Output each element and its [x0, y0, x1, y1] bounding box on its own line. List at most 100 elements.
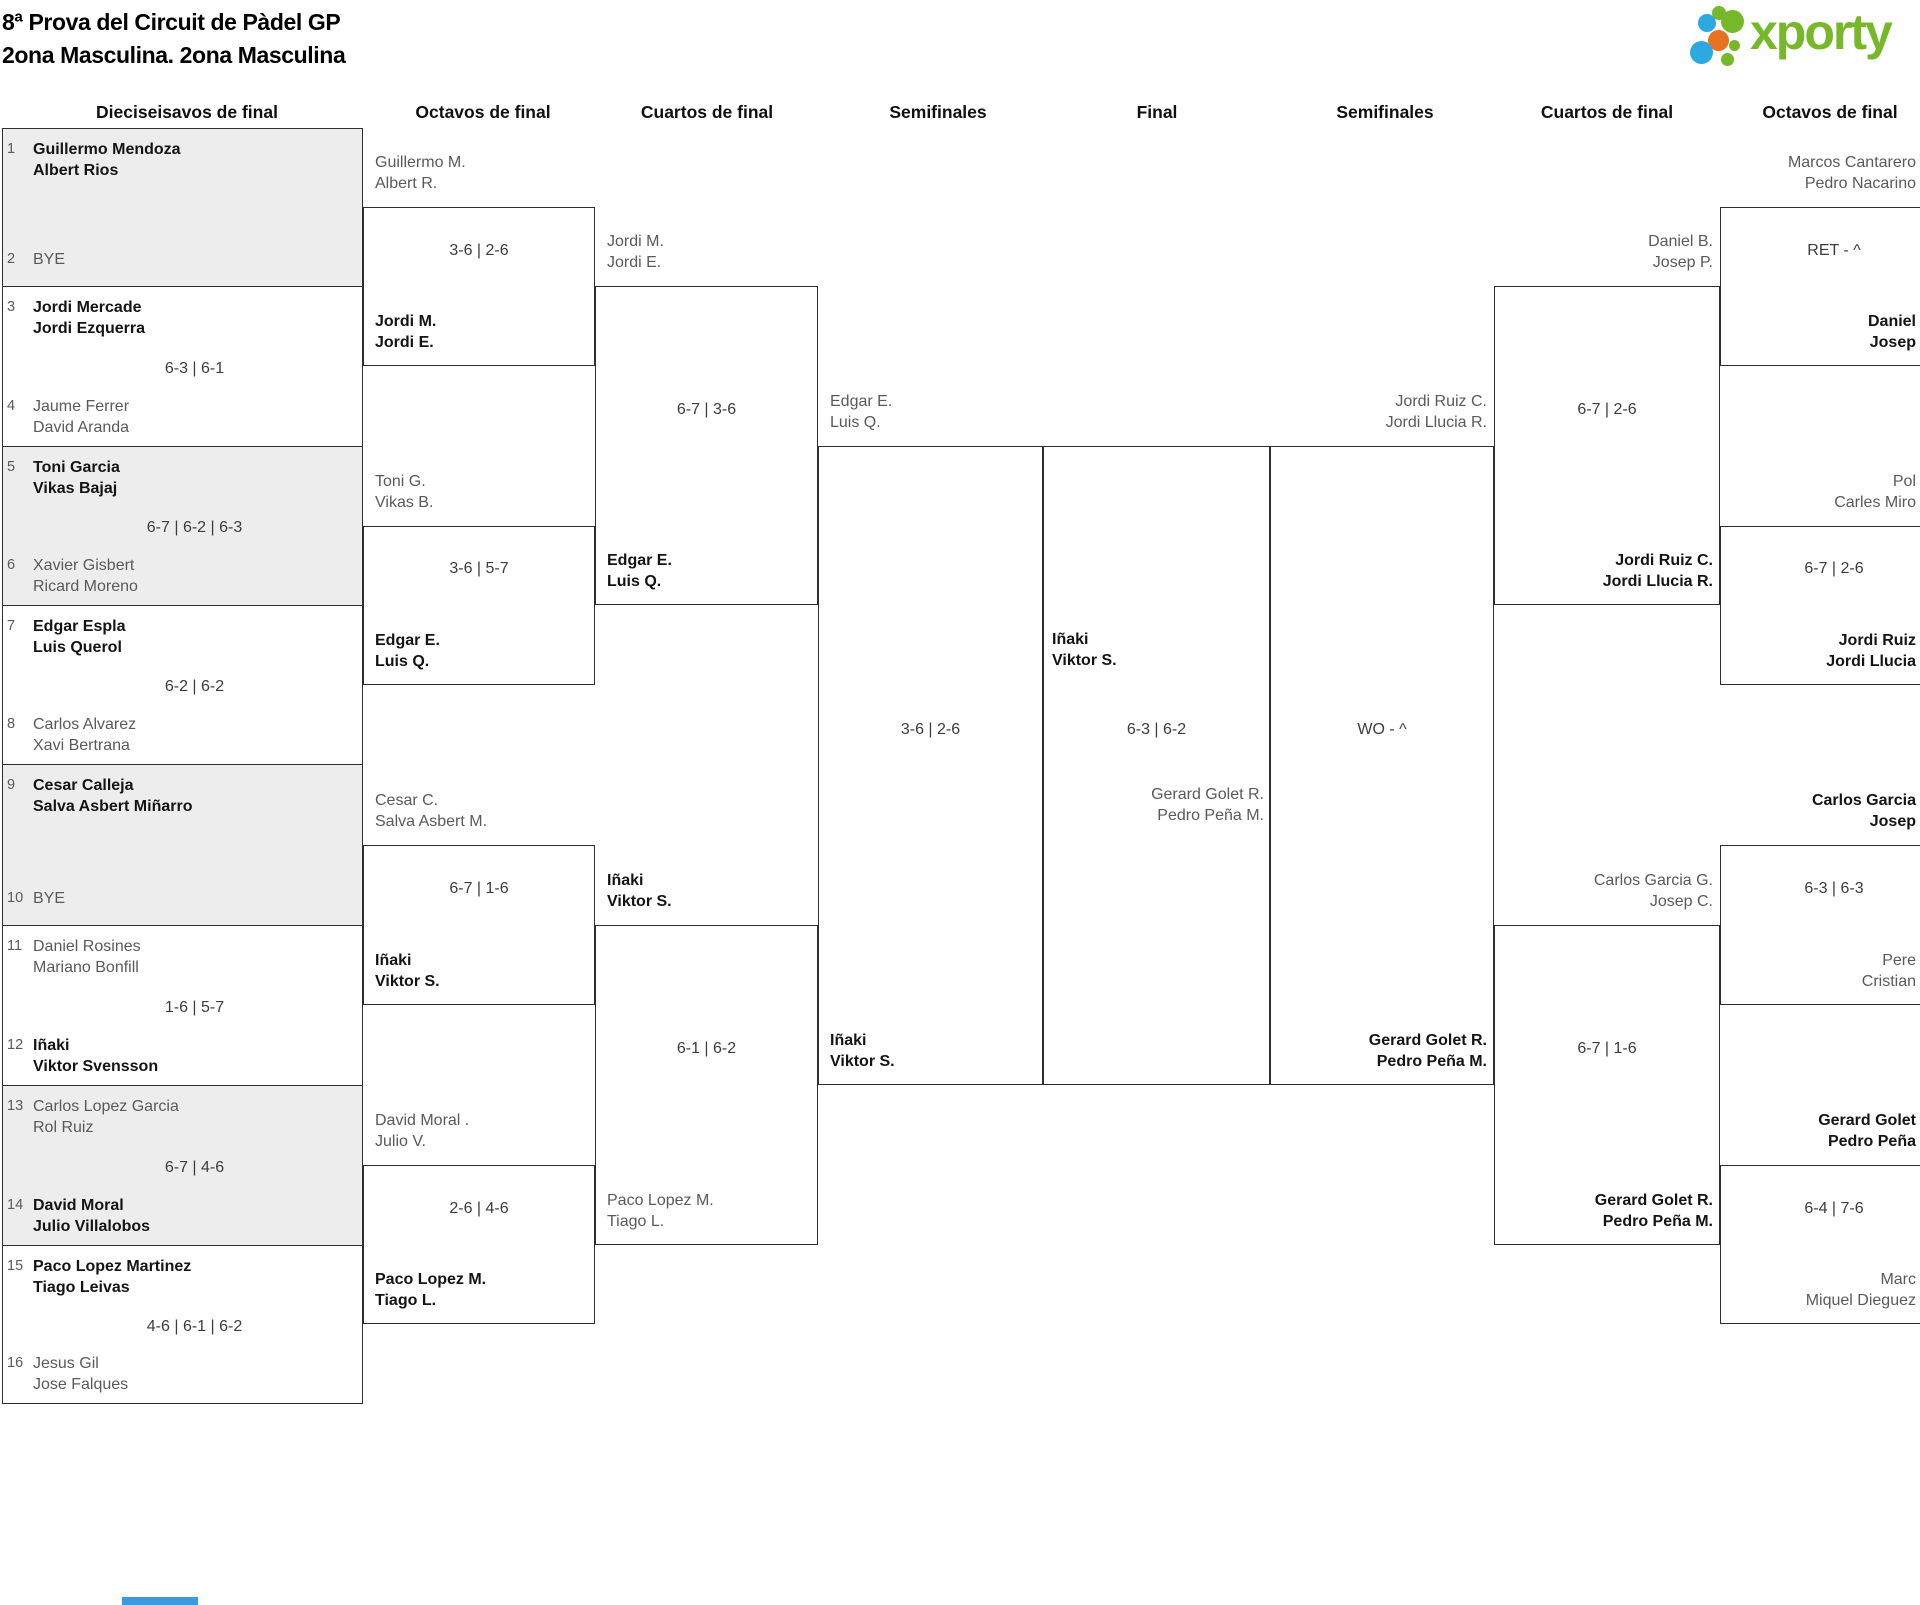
team-name: Marc: [1880, 1271, 1916, 1288]
team-name: Jordi E.: [607, 254, 662, 271]
team-name: Jordi Llucia R.: [1602, 573, 1713, 590]
match-score: 3-6 | 2-6: [900, 720, 961, 738]
round-header-5: Semifinales: [1336, 102, 1434, 122]
match-box-cuartos-left-2: [595, 925, 818, 1245]
first-round-match-box: [2, 128, 363, 287]
match-box-octavos-left-3: [363, 844, 595, 1005]
match-box-octavos-left-2: [363, 525, 595, 685]
match-score: 4-6 | 6-1 | 6-2: [146, 1317, 243, 1335]
team-name: David Moral: [33, 1197, 124, 1214]
match-box-octavos-right-3: [1720, 844, 1920, 1005]
team-name: Marcos Cantarero: [1787, 154, 1916, 171]
team-name: Daniel Rosines: [33, 938, 141, 955]
team-name: Viktor S.: [607, 893, 672, 910]
team-name: Jordi Ezquerra: [33, 320, 146, 337]
team-name: Iñaki: [33, 1037, 70, 1054]
team-name: Cesar Calleja: [33, 777, 134, 794]
team-name: Jordi Ruiz C.: [1615, 552, 1713, 569]
match-score: 6-4 | 7-6: [1804, 1199, 1864, 1217]
team-name: Josep P.: [1652, 254, 1713, 271]
team-name: Viktor S.: [1052, 652, 1117, 669]
logo-dot-orange-icon: [1708, 30, 1729, 51]
team-name: Luis Q.: [375, 652, 430, 670]
team-name: Iñaki: [607, 872, 644, 889]
seed-number: 10: [7, 890, 24, 906]
team-name: Albert R.: [375, 175, 438, 192]
team-name: Vikas Bajaj: [33, 480, 118, 497]
logo-wordmark: xporty: [1750, 4, 1893, 60]
team-name: Pedro Nacarino: [1804, 175, 1916, 192]
team-name: Salva Asbert M.: [375, 812, 488, 830]
team-name: Viktor S.: [830, 1053, 895, 1070]
team-name: Salva Asbert Miñarro: [33, 798, 193, 815]
match-box-octavos-left-1: [363, 207, 595, 366]
team-name: Pedro Peña M.: [1376, 1053, 1487, 1070]
team-name: Jordi Llucia R.: [1385, 414, 1487, 431]
team-name: Josep: [1869, 334, 1916, 351]
team-name: Luis Querol: [33, 639, 122, 656]
round-header-1: Octavos de final: [415, 102, 551, 122]
team-name: Daniel B.: [1648, 233, 1713, 250]
round-header-4: Final: [1136, 102, 1178, 122]
match-score: 1-6 | 5-7: [164, 998, 225, 1016]
team-name: Tiago L.: [607, 1213, 665, 1230]
first-round-match-box: [2, 925, 363, 1086]
match-score: 6-3 | 6-1: [164, 359, 225, 377]
team-name: Pol: [1892, 472, 1916, 490]
seed-number: 9: [7, 777, 16, 793]
team-name: Pedro Peña M.: [1157, 807, 1264, 824]
xporty-logo[interactable]: xporty: [1688, 4, 1920, 76]
logo-dot-green-icon: [1721, 10, 1744, 33]
team-name: Iñaki: [375, 952, 412, 969]
seed-number: 7: [7, 618, 16, 634]
seed-number: 13: [7, 1098, 24, 1114]
team-name: Carlos Garcia G.: [1593, 872, 1713, 889]
match-score: 6-7 | 1-6: [449, 879, 509, 897]
team-name: Jordi M.: [375, 313, 437, 330]
team-name: Julio Villalobos: [33, 1218, 151, 1235]
match-score: WO - ^: [1357, 720, 1407, 738]
team-name: Jesus Gil: [33, 1355, 99, 1372]
team-name: BYE: [33, 251, 66, 268]
seed-number: 5: [7, 459, 16, 475]
team-name: Jordi E.: [375, 334, 434, 351]
first-round-match-box: [2, 764, 363, 926]
team-name: Iñaki: [1052, 631, 1089, 648]
seed-number: 12: [7, 1037, 24, 1053]
team-name: BYE: [33, 890, 66, 907]
round-header-3: Semifinales: [889, 102, 987, 122]
round-header-0: Dieciseisavos de final: [96, 102, 278, 122]
match-score: 6-2 | 6-2: [164, 678, 225, 695]
team-name: Iñaki: [830, 1032, 867, 1049]
match-score: RET - ^: [1807, 241, 1861, 259]
match-score: 6-7 | 6-2 | 6-3: [146, 519, 243, 536]
team-name: Carlos Garcia: [1811, 791, 1916, 809]
first-round-match-box: [2, 1245, 363, 1404]
team-name: Edgar E.: [607, 552, 672, 569]
team-name: Cristian: [1861, 973, 1916, 990]
match-score: 6-3 | 6-2: [1126, 720, 1187, 738]
team-name: Jordi Ruiz C.: [1395, 393, 1487, 410]
team-name: Paco Lopez M.: [607, 1192, 714, 1209]
match-score: 6-1 | 6-2: [676, 1040, 737, 1057]
seed-number: 11: [7, 938, 23, 954]
match-score: 3-6 | 5-7: [449, 560, 509, 577]
team-name: Pedro Peña M.: [1602, 1213, 1713, 1230]
round-header-6: Cuartos de final: [1540, 102, 1674, 122]
match-score: 2-6 | 4-6: [449, 1199, 509, 1217]
team-name: Guillermo M.: [375, 154, 466, 171]
logo-dot-blue-icon: [1698, 14, 1716, 32]
team-name: Josep: [1869, 812, 1916, 830]
round-header-7: Octavos de final: [1762, 102, 1898, 122]
page-title: 8ª Prova del Circuit de Pàdel GP 2ona Ma…: [2, 6, 346, 72]
team-name: David Aranda: [33, 419, 130, 436]
team-name: Vikas B.: [375, 493, 434, 511]
team-name: Gerard Golet R.: [1151, 786, 1264, 803]
team-name: Mariano Bonfill: [33, 959, 139, 976]
team-name: Gerard Golet: [1818, 1112, 1916, 1129]
team-name: Luis Q.: [607, 573, 662, 590]
team-name: Luis Q.: [830, 414, 881, 431]
logo-dot-green-icon: [1729, 40, 1740, 51]
seed-number: 2: [7, 251, 16, 267]
team-name: Julio V.: [375, 1133, 426, 1150]
